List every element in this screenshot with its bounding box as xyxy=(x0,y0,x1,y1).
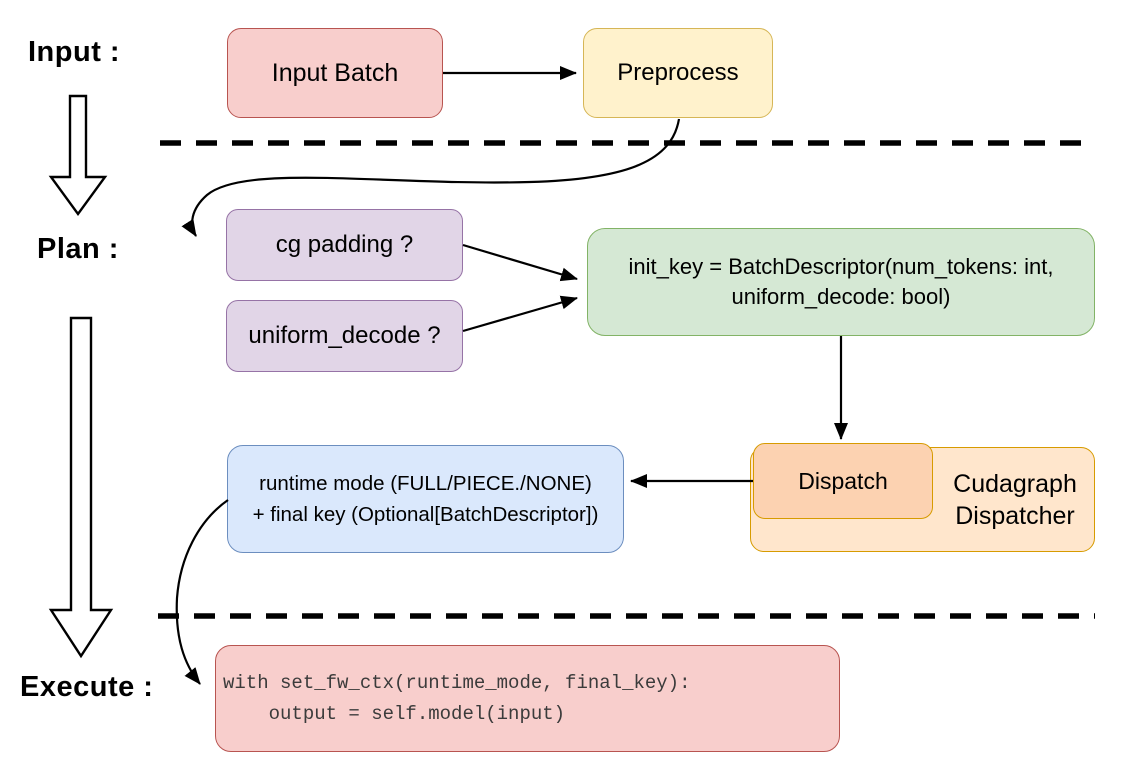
connector-uniformdecode-to-initkey xyxy=(462,295,578,333)
init-key-line-1: init_key = BatchDescriptor(num_tokens: i… xyxy=(628,254,1054,279)
input-batch-node: Input Batch xyxy=(227,28,443,118)
stage-label-plan: Plan : xyxy=(37,233,119,265)
uniform-decode-label: uniform_decode ? xyxy=(248,322,441,349)
execute-code-line-1: with set_fw_ctx(runtime_mode, final_key)… xyxy=(223,671,691,694)
execute-code-node: with set_fw_ctx(runtime_mode, final_key)… xyxy=(215,645,840,752)
cg-padding-node: cg padding ? xyxy=(226,209,463,281)
flow-arrow-input-to-plan-icon xyxy=(48,94,108,217)
input-batch-label: Input Batch xyxy=(271,58,399,87)
init-key-line-2: uniform_decode: bool) xyxy=(731,284,951,309)
runtime-mode-line-2: + final key (Optional[BatchDescriptor]) xyxy=(252,503,599,526)
uniform-decode-node: uniform_decode ? xyxy=(226,300,463,372)
flow-arrow-plan-to-execute-icon xyxy=(48,316,114,659)
stage-label-execute: Execute : xyxy=(20,671,154,703)
cg-padding-label: cg padding ? xyxy=(275,231,414,258)
stage-label-input: Input : xyxy=(28,36,121,68)
preprocess-node: Preprocess xyxy=(583,28,773,118)
init-key-node: init_key = BatchDescriptor(num_tokens: i… xyxy=(587,228,1095,336)
runtime-mode-node: runtime mode (FULL/PIECE./NONE) + final … xyxy=(227,445,624,553)
cudagraph-dispatcher-label: Cudagraph Dispatcher xyxy=(953,469,1077,530)
execute-code-line-2: output = self.model(input) xyxy=(223,702,566,725)
preprocess-label: Preprocess xyxy=(617,59,739,86)
runtime-mode-line-1: runtime mode (FULL/PIECE./NONE) xyxy=(259,472,592,495)
dispatch-node: Dispatch xyxy=(753,443,933,519)
dispatch-label: Dispatch xyxy=(798,467,888,494)
connector-cgpadding-to-initkey xyxy=(462,243,578,282)
